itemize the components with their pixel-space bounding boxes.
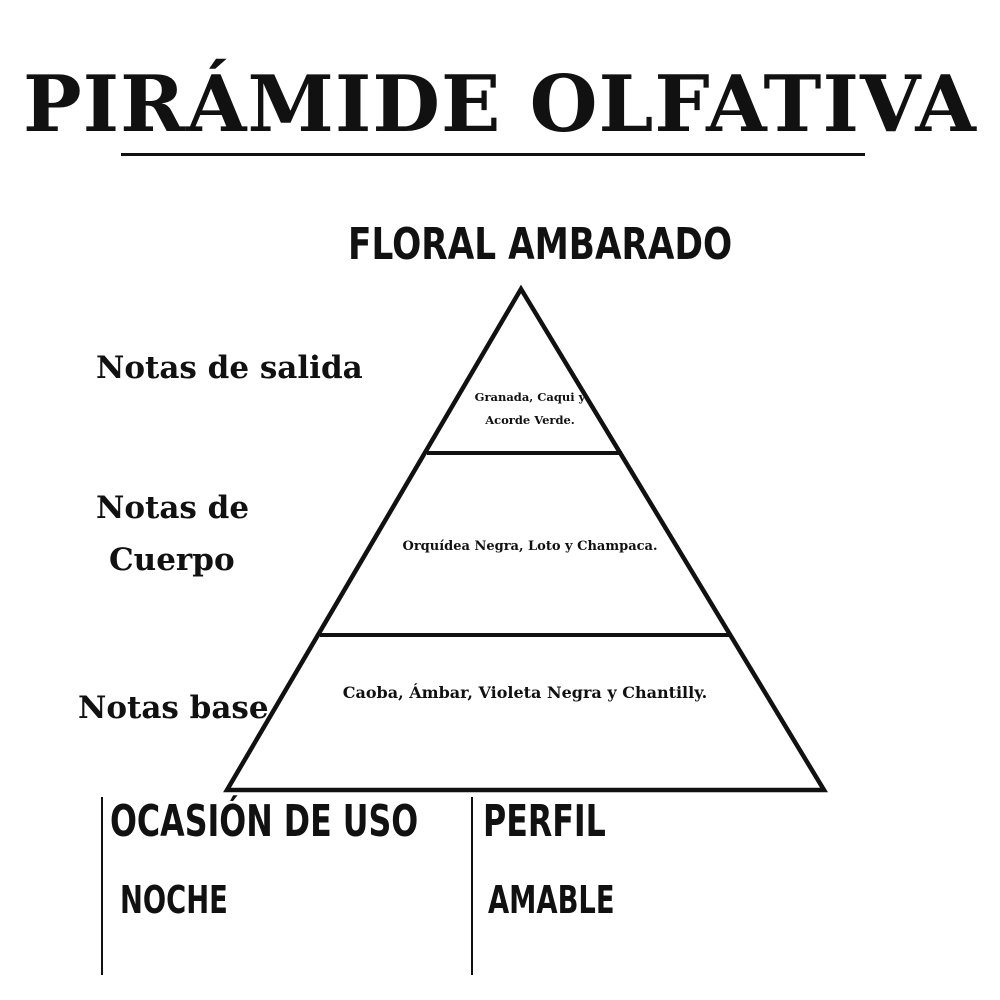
top-notes-label: Notas de salida (96, 350, 363, 386)
occasion-heading: OCASIÓN DE USO (110, 796, 419, 847)
page-title: PIRÁMIDE OLFATIVA (23, 59, 977, 150)
top-notes-text-line-1: Granada, Caqui y (474, 390, 586, 404)
profile-divider (471, 797, 473, 975)
fragrance-family-heading: FLORAL AMBARADO (348, 219, 733, 270)
profile-value: AMABLE (488, 878, 615, 922)
profile-heading: PERFIL (483, 796, 606, 847)
base-notes-text: Caoba, Ámbar, Violeta Negra y Chantilly. (342, 683, 708, 702)
heart-notes-label-line-1: Notas de (96, 490, 250, 526)
occasion-divider (101, 797, 103, 975)
heart-notes-label-line-2: Cuerpo (109, 542, 235, 578)
occasion-value: NOCHE (120, 878, 228, 922)
top-notes-text-line-2: Acorde Verde. (485, 413, 575, 427)
pyramid-outline (223, 284, 828, 793)
base-notes-label: Notas base (78, 690, 269, 726)
title-underline (121, 153, 865, 156)
heart-notes-text: Orquídea Negra, Loto y Champaca. (402, 539, 658, 554)
